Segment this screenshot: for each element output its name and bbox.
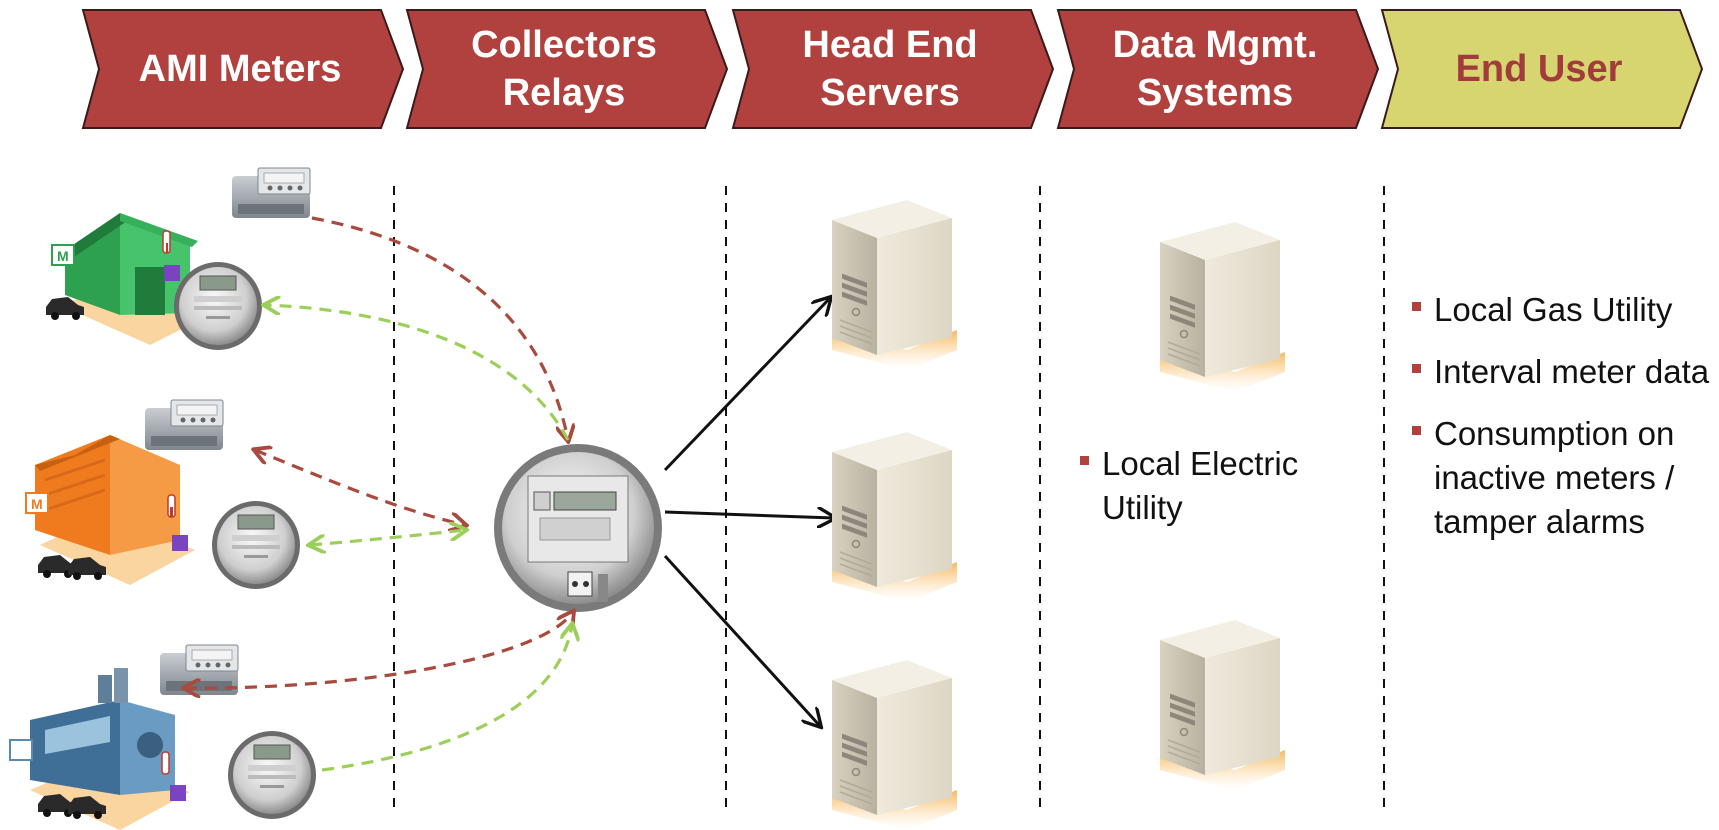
stage-ami-meters-line: AMI Meters — [138, 48, 342, 90]
stage-end-user-label: End User — [1402, 10, 1676, 128]
stage-collectors-relays-line: Relays — [502, 72, 626, 114]
svg-text:M: M — [31, 496, 43, 512]
bullet-interval-data: Interval meter data — [1412, 350, 1717, 394]
svg-text:M: M — [57, 248, 69, 264]
stage-end-user-chevron — [1380, 9, 1704, 129]
bullet-marker — [1412, 364, 1421, 373]
stage-collectors-relays-chevron — [405, 9, 729, 129]
gas-link-3 — [185, 612, 573, 688]
server-links — [663, 298, 834, 726]
bullet-marker — [1412, 426, 1421, 435]
bullet-text: Consumption on inactive meters / tamper … — [1434, 415, 1675, 540]
stage-end-user-line: End User — [1455, 48, 1623, 90]
link-server-3 — [663, 554, 820, 726]
store-icon: M — [25, 435, 195, 585]
link-server-2 — [664, 512, 834, 518]
bullet-consumption: Consumption on inactive meters / tamper … — [1412, 412, 1717, 544]
bullet-local-gas: Local Gas Utility — [1412, 288, 1717, 332]
stage-collectors-relays-line: Collectors — [471, 24, 657, 66]
link-server-1 — [663, 298, 830, 472]
stage-ami-meters-chevron — [81, 9, 405, 129]
bullet-text: Local Electric Utility — [1102, 445, 1299, 526]
electric-meter-icon — [211, 500, 301, 590]
server-icon — [831, 199, 958, 371]
gas-meter-icon — [144, 399, 224, 451]
end-user-notes: Local Gas Utility Interval meter data Co… — [1412, 288, 1717, 562]
stage-head-end-servers-chevron — [731, 9, 1055, 129]
stage-data-mgmt-systems-chevron — [1056, 9, 1380, 129]
stage-head-end-servers-line: Head End — [802, 24, 978, 66]
electric-meter-icon — [173, 261, 263, 351]
server-icon — [831, 431, 958, 603]
bullet-local-electric: Local Electric Utility — [1080, 442, 1380, 530]
house-icon: M — [46, 213, 220, 345]
elec-link-3 — [321, 625, 572, 772]
factory-icon — [9, 668, 190, 830]
bullet-marker — [1412, 302, 1421, 311]
elec-link-1 — [265, 305, 570, 441]
electric-meter-icon — [227, 730, 317, 820]
bullet-marker — [1080, 456, 1089, 465]
gas-meter-icon — [231, 167, 311, 219]
stage-data-mgmt-systems-label: Data Mgmt. Systems — [1078, 10, 1352, 128]
server-icon — [1159, 221, 1286, 393]
server-icon — [1159, 619, 1286, 791]
meter-links — [185, 216, 573, 772]
gas-link-1 — [311, 216, 568, 440]
gas-link-2 — [255, 450, 465, 525]
collector-meter-icon — [494, 444, 662, 612]
server-icon — [831, 659, 958, 830]
stage-head-end-servers-line: Servers — [820, 72, 960, 114]
elec-link-2 — [310, 530, 465, 545]
stage-ami-meters-label: AMI Meters — [103, 10, 377, 128]
bullet-text: Local Gas Utility — [1434, 291, 1673, 328]
stage-data-mgmt-systems-line: Data Mgmt. — [1112, 24, 1318, 66]
bullet-text: Interval meter data — [1434, 353, 1710, 390]
stage-data-mgmt-systems-line: Systems — [1136, 72, 1294, 114]
data-mgmt-notes: Local Electric Utility — [1080, 442, 1380, 548]
